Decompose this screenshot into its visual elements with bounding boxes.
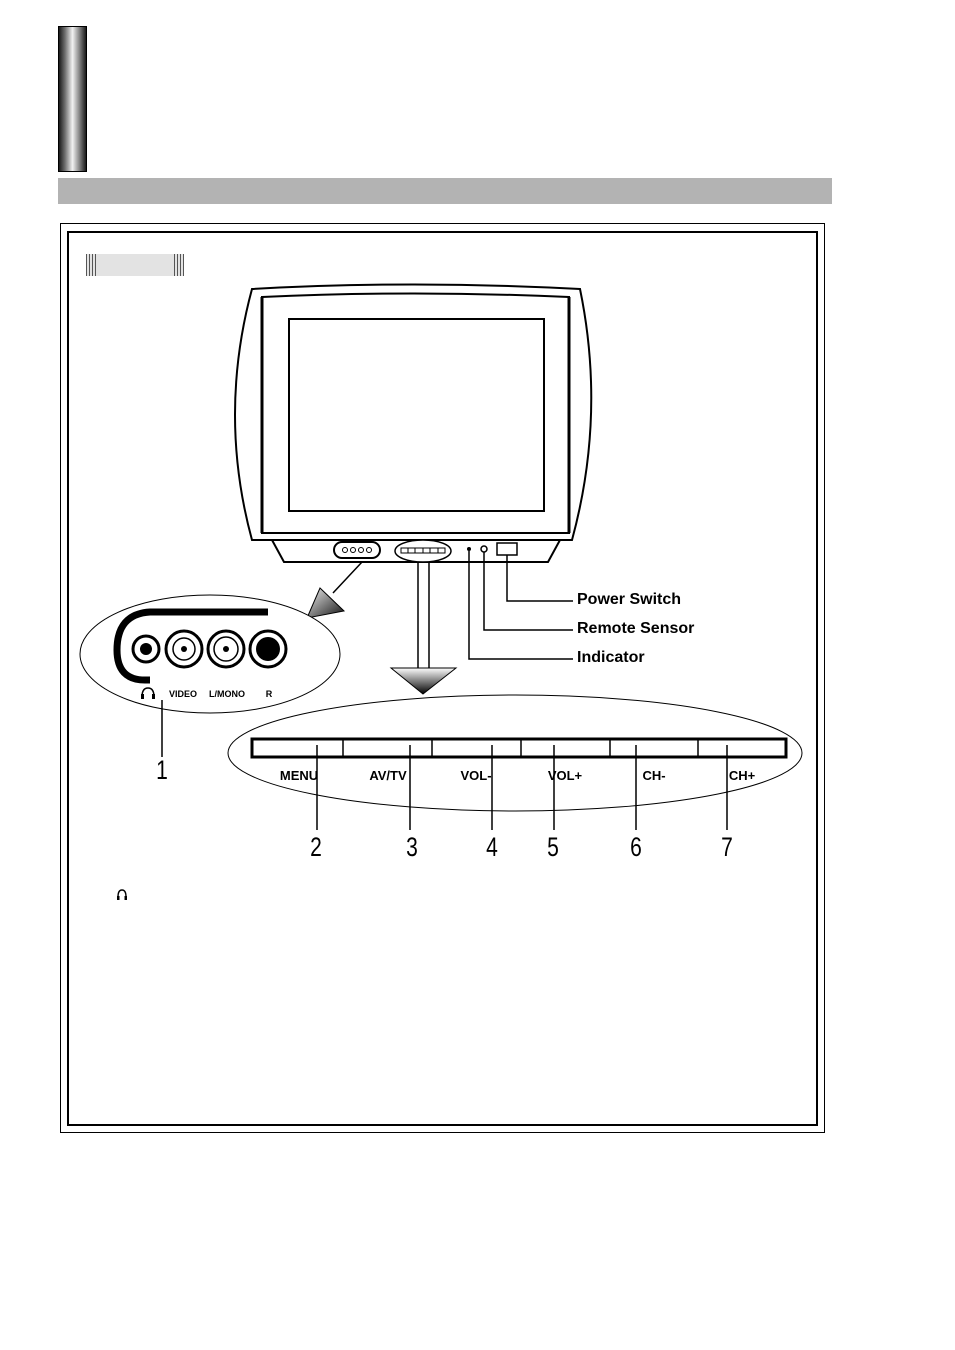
arrow-to-button-strip bbox=[391, 562, 456, 694]
button-strip-detail bbox=[228, 695, 802, 830]
ch-minus-button-number: 6 bbox=[630, 832, 642, 863]
power-switch-label: Power Switch bbox=[577, 591, 681, 609]
arrow-to-jack-panel bbox=[307, 562, 362, 618]
vol-plus-button-label: VOL+ bbox=[548, 768, 582, 783]
power-switch-button bbox=[497, 543, 517, 555]
av-tv-button-label: AV/TV bbox=[369, 768, 406, 783]
tv-body bbox=[235, 285, 591, 563]
jack-panel-number: 1 bbox=[156, 755, 168, 786]
menu-button-number: 2 bbox=[310, 832, 322, 863]
av-tv-button-number: 3 bbox=[406, 832, 418, 863]
front-jack-window bbox=[334, 542, 380, 558]
indicator-led bbox=[467, 547, 471, 551]
menu-button-label: MENU bbox=[280, 768, 318, 783]
remote-sensor-window bbox=[481, 546, 487, 552]
indicator-label: Indicator bbox=[577, 649, 645, 667]
callout-leaders bbox=[469, 551, 573, 659]
l-mono-jack-label: L/MONO bbox=[209, 689, 245, 699]
vol-plus-button-number: 5 bbox=[547, 832, 559, 863]
tv-screen bbox=[289, 319, 544, 511]
remote-sensor-label: Remote Sensor bbox=[577, 620, 694, 638]
vol-minus-button-label: VOL- bbox=[460, 768, 491, 783]
ch-plus-button-number: 7 bbox=[721, 832, 733, 863]
headphone-icon bbox=[116, 888, 128, 902]
r-jack-label: R bbox=[266, 689, 273, 699]
video-jack-label: VIDEO bbox=[169, 689, 197, 699]
ch-plus-button-label: CH+ bbox=[729, 768, 755, 783]
ch-minus-button-label: CH- bbox=[642, 768, 665, 783]
vol-minus-button-number: 4 bbox=[486, 832, 498, 863]
